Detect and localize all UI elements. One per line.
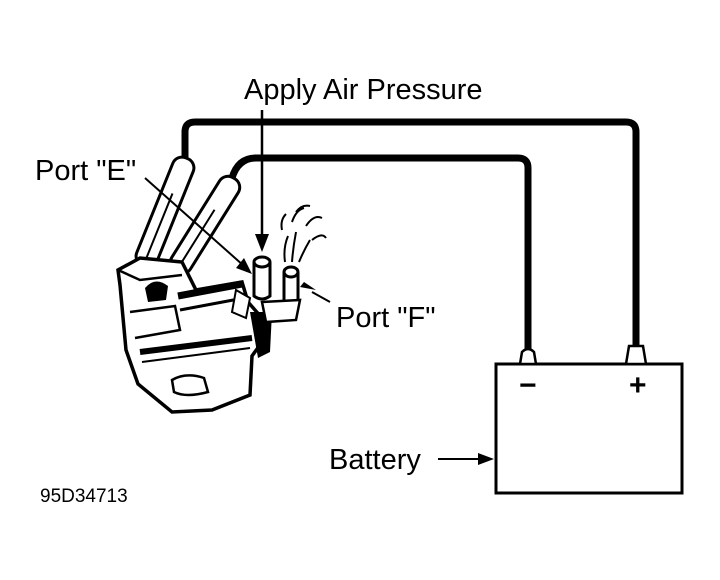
port-f-nozzle xyxy=(260,265,302,324)
positive-terminal xyxy=(624,344,648,366)
apply-air-pressure-label: Apply Air Pressure xyxy=(244,74,483,106)
positive-wire xyxy=(181,118,640,350)
apply-air-arrow xyxy=(255,110,269,252)
positive-sign: + xyxy=(629,369,647,402)
air-escape-marks xyxy=(280,204,327,263)
negative-sign: − xyxy=(519,369,537,402)
battery-label: Battery xyxy=(329,444,421,476)
port-e-label: Port "E" xyxy=(35,155,136,187)
figure-code: 95D34713 xyxy=(40,486,128,507)
port-e-arrow xyxy=(144,177,252,274)
port-f-label: Port "F" xyxy=(336,302,436,334)
negative-wire xyxy=(228,154,532,350)
port-f-arrow xyxy=(300,282,331,303)
negative-terminal xyxy=(518,347,538,366)
battery-arrow xyxy=(438,453,494,465)
solenoid-body xyxy=(116,256,272,414)
port-e-nozzle xyxy=(252,255,272,301)
battery-icon: − + xyxy=(494,344,684,495)
